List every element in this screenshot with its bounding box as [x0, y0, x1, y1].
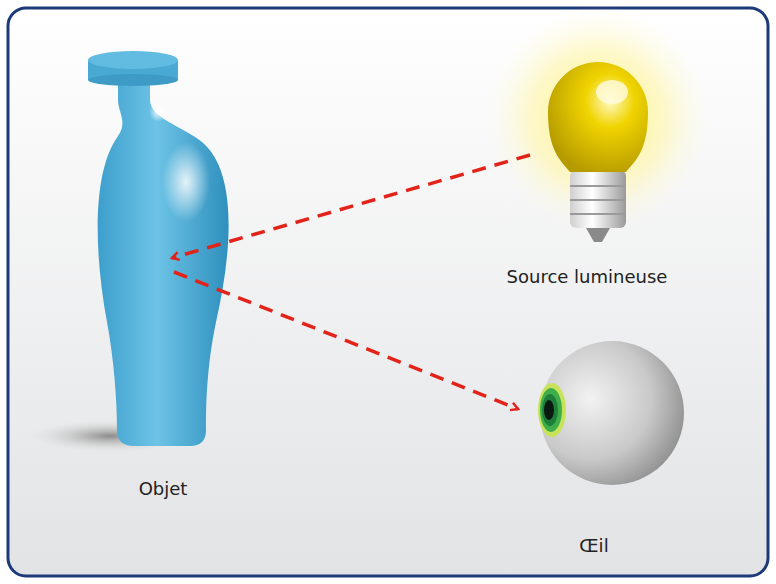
- figure-label: Source lumineuse: [507, 266, 668, 288]
- figure-label: Objet: [139, 478, 188, 500]
- figure-label: Œil: [579, 535, 608, 557]
